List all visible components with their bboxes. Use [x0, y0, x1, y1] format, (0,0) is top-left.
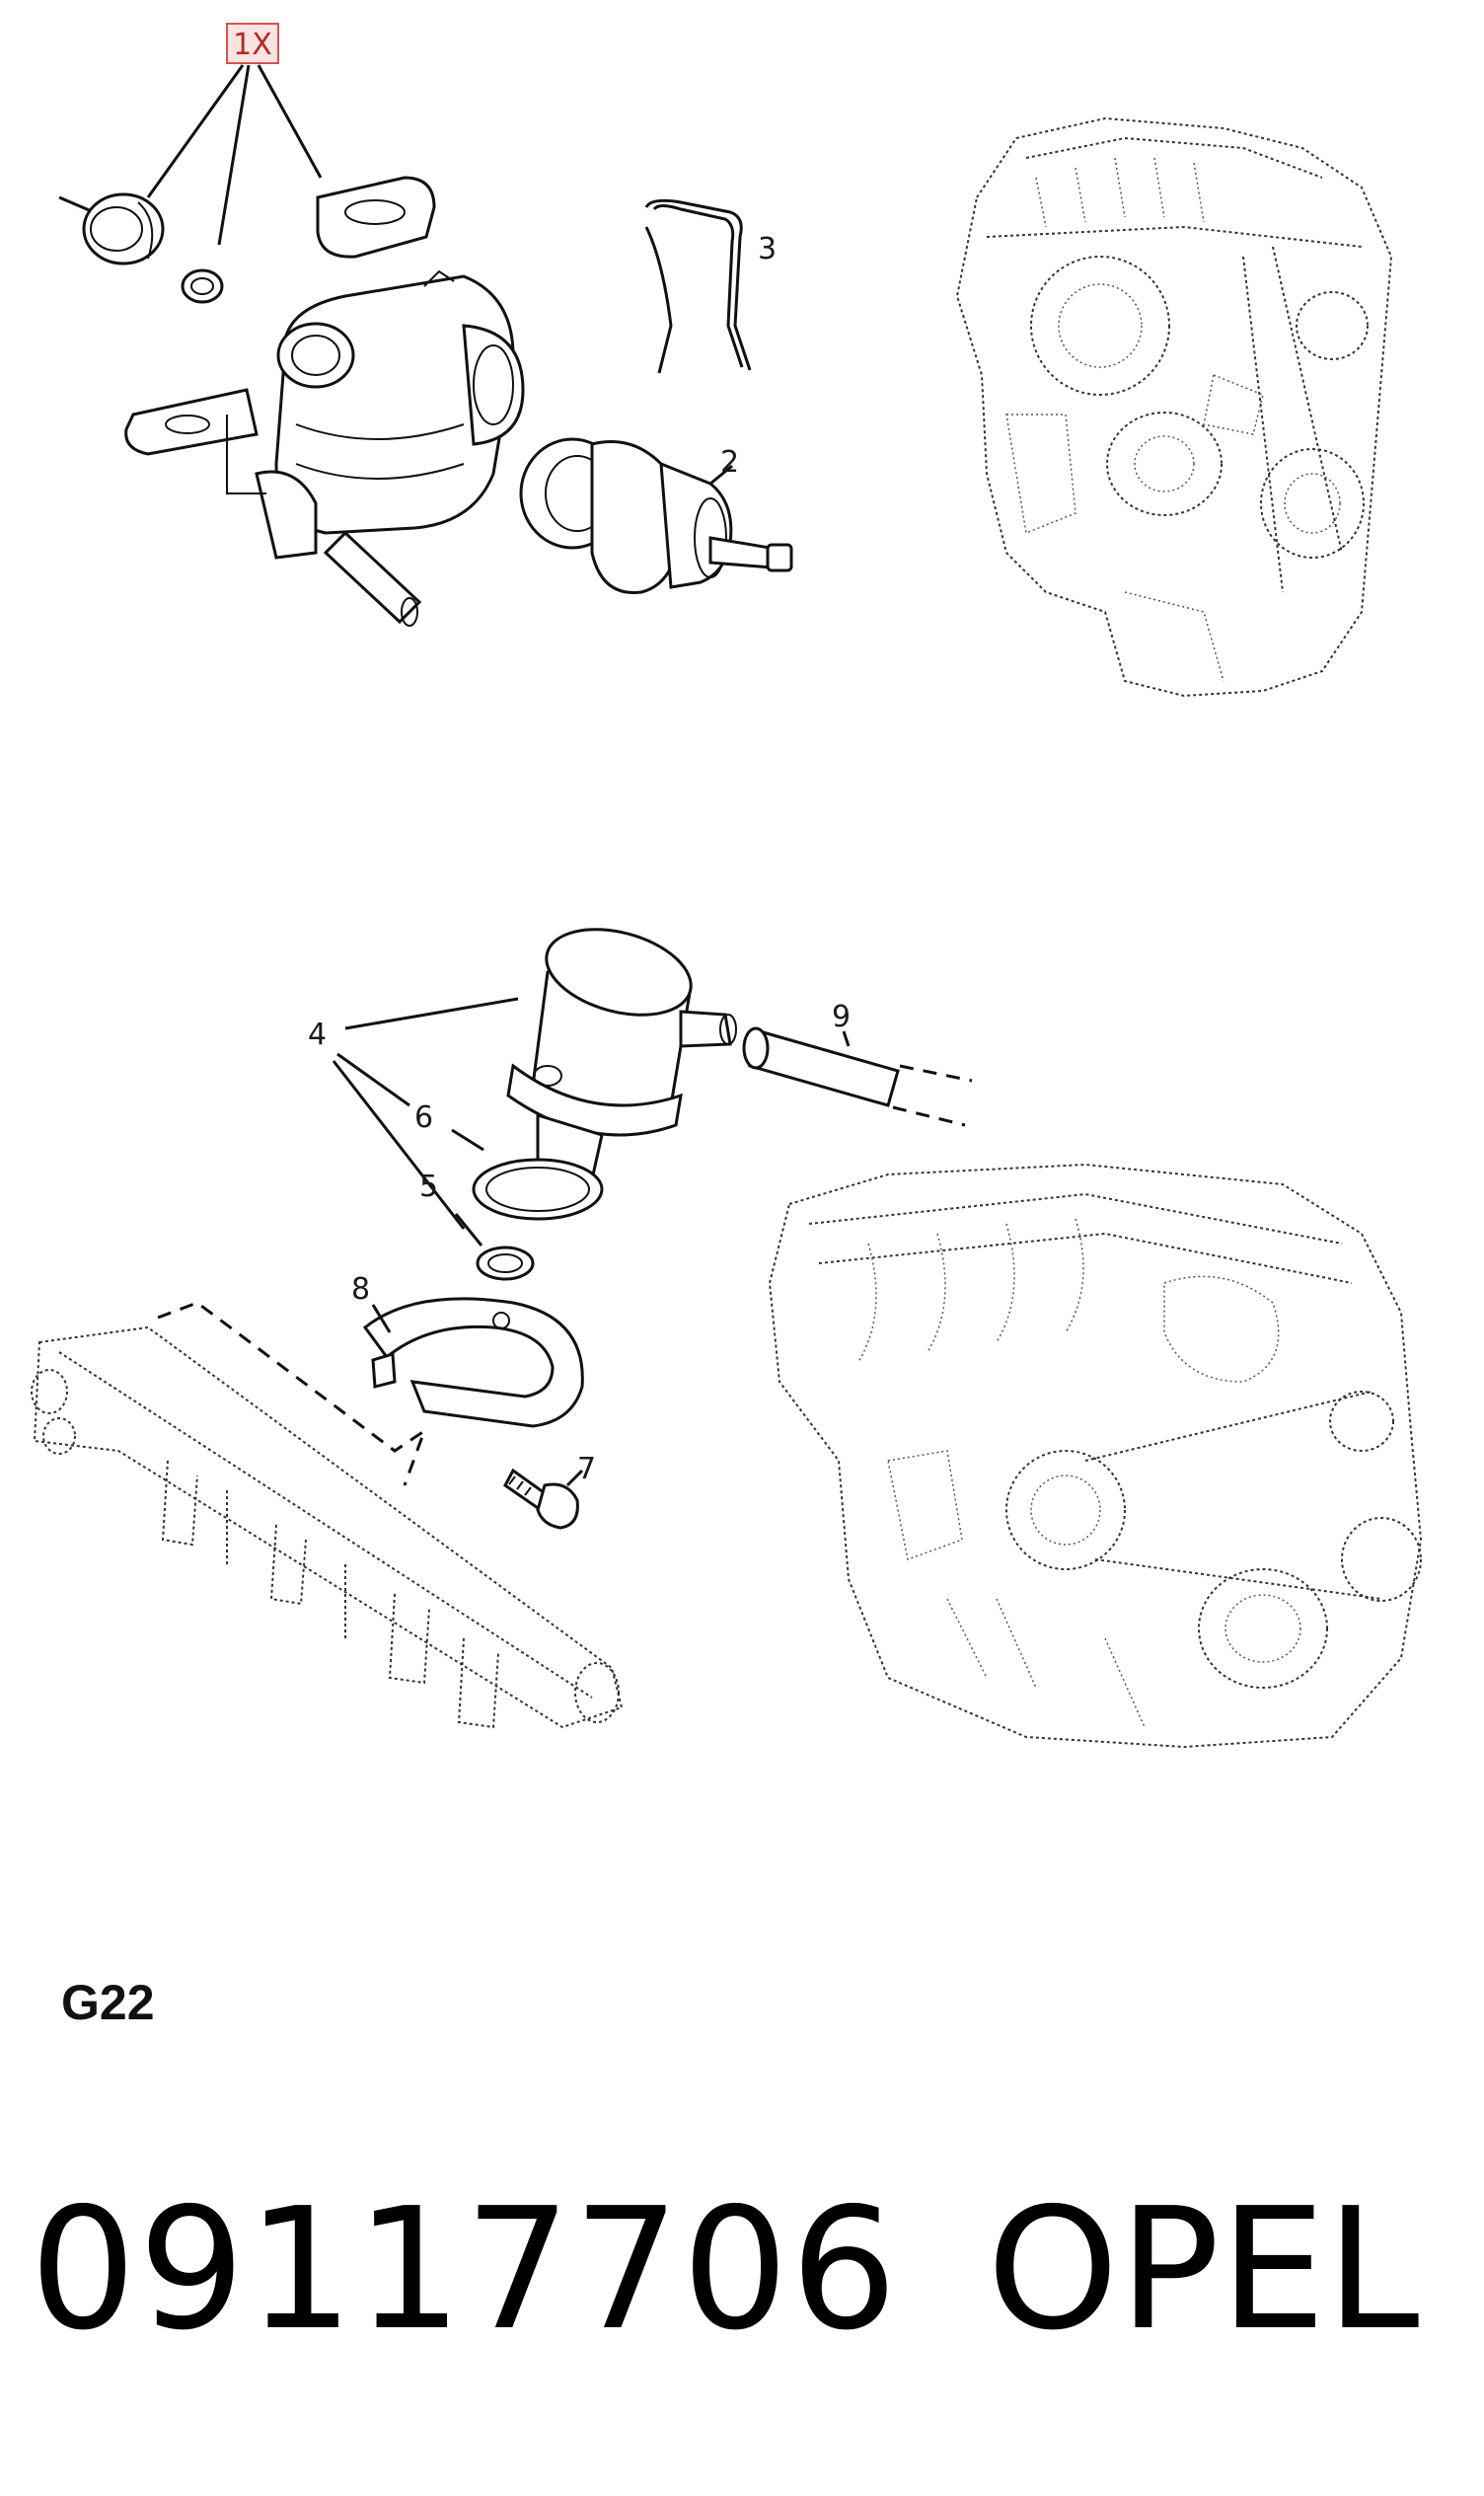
- clamp-8: [362, 1297, 584, 1428]
- callout-2: 2: [720, 445, 739, 480]
- regulator-housing: [124, 176, 525, 627]
- callout-8: 8: [351, 1272, 370, 1307]
- callout-6: 6: [414, 1100, 433, 1135]
- diagram-code: G22: [61, 1975, 155, 2030]
- callout-9: 9: [832, 1000, 851, 1034]
- leader-2: [709, 464, 733, 486]
- callout-3: 3: [758, 232, 777, 266]
- fuel-pump-4: [506, 928, 737, 1185]
- rail-dash-line: [157, 1301, 427, 1486]
- brand-name: OPEL: [987, 2172, 1420, 2368]
- bolt-7: [503, 1468, 579, 1530]
- callout-5: 5: [419, 1170, 438, 1204]
- o-ring-5: [476, 1246, 535, 1281]
- spring-clip-3: [644, 198, 752, 374]
- leader-8: [371, 1304, 392, 1333]
- o-ring-6: [472, 1158, 604, 1221]
- pipe-9: [742, 1026, 973, 1127]
- part-number: 09117706: [30, 2172, 900, 2368]
- svg-text:1X: 1X: [233, 28, 272, 62]
- leader-7: [565, 1469, 584, 1487]
- engine-illustration-top: [955, 116, 1393, 698]
- pressure-regulator-2: [519, 437, 793, 594]
- leader-lines-4: [332, 997, 519, 1247]
- callout-7: 7: [577, 1452, 596, 1486]
- callout-4: 4: [308, 1018, 327, 1052]
- qty-badge: 1X: [226, 23, 279, 64]
- leader-9: [842, 1030, 851, 1047]
- seal-ring-large: [82, 192, 165, 265]
- o-ring-small: [181, 268, 224, 304]
- badge-leader-lines: [58, 64, 323, 246]
- engine-illustration-bottom: [768, 1163, 1423, 1749]
- fuel-rail: [31, 1325, 624, 1729]
